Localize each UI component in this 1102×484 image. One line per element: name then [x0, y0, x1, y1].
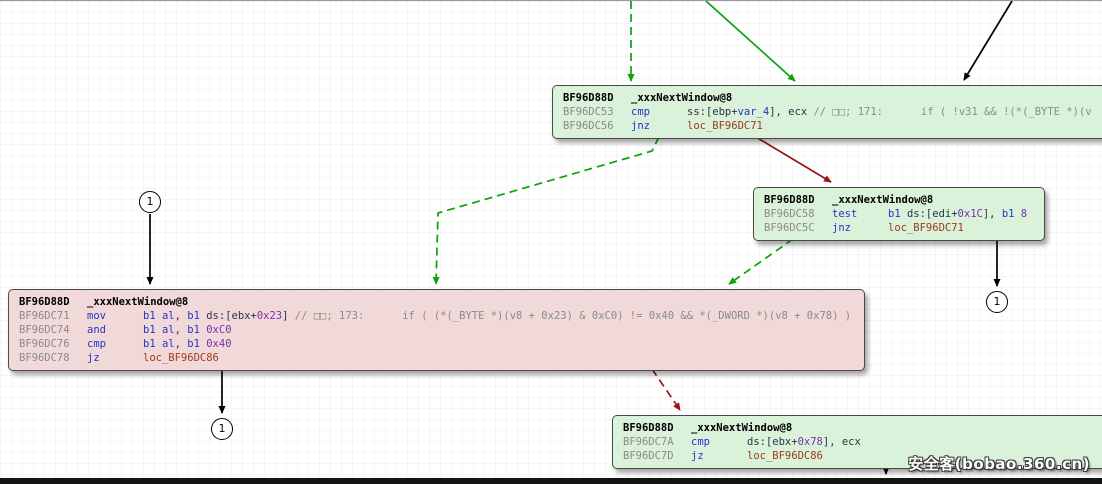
- asm-loc-target: loc_BF96DC86: [747, 450, 823, 462]
- asm-number: 0x40: [206, 338, 232, 350]
- asm-number: 0x78: [797, 436, 823, 448]
- asm-address: BF96DC56: [563, 120, 614, 132]
- block-header: BF96D88D _xxxNextWindow@8: [623, 421, 1102, 435]
- asm-line: BF96DC58 test b1 ds:[edi+0x1C], b1 8: [764, 207, 1044, 221]
- asm-operand: ds:[ebx+: [747, 436, 798, 448]
- asm-keyword: b1: [1001, 208, 1021, 220]
- asm-comment: // □□; 171: if ( !v31 && !(*(_BYTE *)(v: [813, 106, 1092, 118]
- asm-keyword: var_4: [737, 106, 770, 118]
- asm-address: BF96DC78: [19, 352, 70, 364]
- asm-keyword: b1: [187, 324, 207, 336]
- asm-keyword: b1: [187, 338, 207, 350]
- block-header-function: _xxxNextWindow@8: [691, 422, 793, 434]
- asm-operand: ]: [282, 310, 295, 322]
- edge-pink-to-bottom-red-dashed: [651, 368, 681, 411]
- asm-mnemonic: jz: [87, 352, 100, 364]
- asm-comment: // □□; 173: if ( (*(_BYTE *)(v8 + 0x23) …: [294, 310, 852, 322]
- asm-mnemonic: cmp: [87, 338, 106, 350]
- asm-line: BF96DC56 jnz loc_BF96DC71: [563, 119, 1102, 133]
- asm-loc-target: loc_BF96DC86: [143, 352, 219, 364]
- asm-mnemonic: cmp: [631, 106, 650, 118]
- asm-operand: ], ecx: [769, 106, 814, 118]
- asm-loc-target: loc_BF96DC71: [687, 120, 763, 132]
- asm-address: BF96DC74: [19, 324, 70, 336]
- asm-line: BF96DC78 jz loc_BF96DC86: [19, 351, 864, 365]
- asm-mnemonic: jnz: [631, 120, 650, 132]
- asm-mnemonic: jnz: [832, 222, 851, 234]
- asm-operand: ,: [174, 338, 188, 350]
- block-header: BF96D88D _xxxNextWindow@8: [19, 295, 864, 309]
- asm-line: BF96DC74 and b1 al, b1 0xC0: [19, 323, 864, 337]
- block-header: BF96D88D _xxxNextWindow@8: [563, 91, 1102, 105]
- watermark: 安全客(bobao.360.cn): [908, 455, 1090, 473]
- asm-loc-target: loc_BF96DC71: [888, 222, 964, 234]
- asm-mnemonic: cmp: [691, 436, 710, 448]
- asm-number: 0xC0: [206, 324, 232, 336]
- asm-line: BF96DC5C jnz loc_BF96DC71: [764, 221, 1044, 235]
- asm-line: BF96DC7D jz loc_BF96DC86: [623, 449, 1102, 463]
- asm-line: BF96DC71 mov b1 al, b1 ds:[ebx+0x23] // □□…: [19, 309, 864, 323]
- asm-number: 0x23: [256, 310, 283, 322]
- asm-operand: ds:[ebx+: [206, 310, 257, 322]
- asm-address: BF96DC7D: [623, 450, 674, 462]
- asm-keyword: b1 al: [143, 338, 175, 350]
- asm-keyword: b1: [187, 310, 207, 322]
- block-header-address: BF96D88D: [563, 92, 614, 104]
- asm-operand: ,: [174, 310, 188, 322]
- asm-line: BF96DC53 cmp ss:[ebp+var_4], ecx // □□; 17…: [563, 105, 1102, 119]
- asm-mnemonic: test: [832, 208, 858, 220]
- block-header-address: BF96D88D: [19, 296, 70, 308]
- asm-operand: ds:[edi+: [906, 208, 958, 220]
- asm-keyword: b1 al: [143, 310, 175, 322]
- asm-mnemonic: mov: [87, 310, 106, 322]
- edge-ref-circle-2: 1: [986, 291, 1008, 313]
- asm-line: BF96DC76 cmp b1 al, b1 0x40: [19, 337, 864, 351]
- edge-incoming-black: [963, 1, 1013, 81]
- bottom-border-bar: [0, 478, 1102, 484]
- edge-top-to-mid-red: [755, 136, 832, 183]
- asm-address: BF96DC71: [19, 310, 70, 322]
- asm-number: 8: [1020, 208, 1028, 220]
- block-header-address: BF96D88D: [623, 422, 674, 434]
- asm-operand: ],: [982, 208, 1002, 220]
- asm-keyword: b1 al: [143, 324, 175, 336]
- asm-operand: ], ecx: [822, 436, 861, 448]
- asm-line: BF96DC7A cmp ds:[ebx+0x78], ecx: [623, 435, 1102, 449]
- block-header: BF96D88D _xxxNextWindow@8: [764, 193, 1044, 207]
- asm-address: BF96DC7A: [623, 436, 674, 448]
- asm-keyword: b1: [888, 208, 907, 220]
- edge-mid-to-pink-green-dashed: [728, 238, 794, 285]
- asm-address: BF96DC58: [764, 208, 815, 220]
- asm-address: BF96DC53: [563, 106, 614, 118]
- block-header-address: BF96D88D: [764, 194, 815, 206]
- edge-ref-circle-3: 1: [211, 418, 233, 440]
- block-header-function: _xxxNextWindow@8: [832, 194, 934, 206]
- block-header-function: _xxxNextWindow@8: [631, 92, 733, 104]
- asm-operand: ss:[ebp+: [687, 106, 738, 118]
- asm-mnemonic: and: [87, 324, 106, 336]
- edge-ref-circle-1: 1: [139, 191, 161, 213]
- asm-address: BF96DC5C: [764, 222, 815, 234]
- edge-top-to-pink-green-dashed: [432, 136, 660, 285]
- edge-incoming-green-solid: [705, 1, 796, 82]
- block-header-function: _xxxNextWindow@8: [87, 296, 189, 308]
- asm-operand: ,: [174, 324, 188, 336]
- asm-mnemonic: jz: [691, 450, 704, 462]
- asm-number: 0x1C: [957, 208, 983, 220]
- asm-address: BF96DC76: [19, 338, 70, 350]
